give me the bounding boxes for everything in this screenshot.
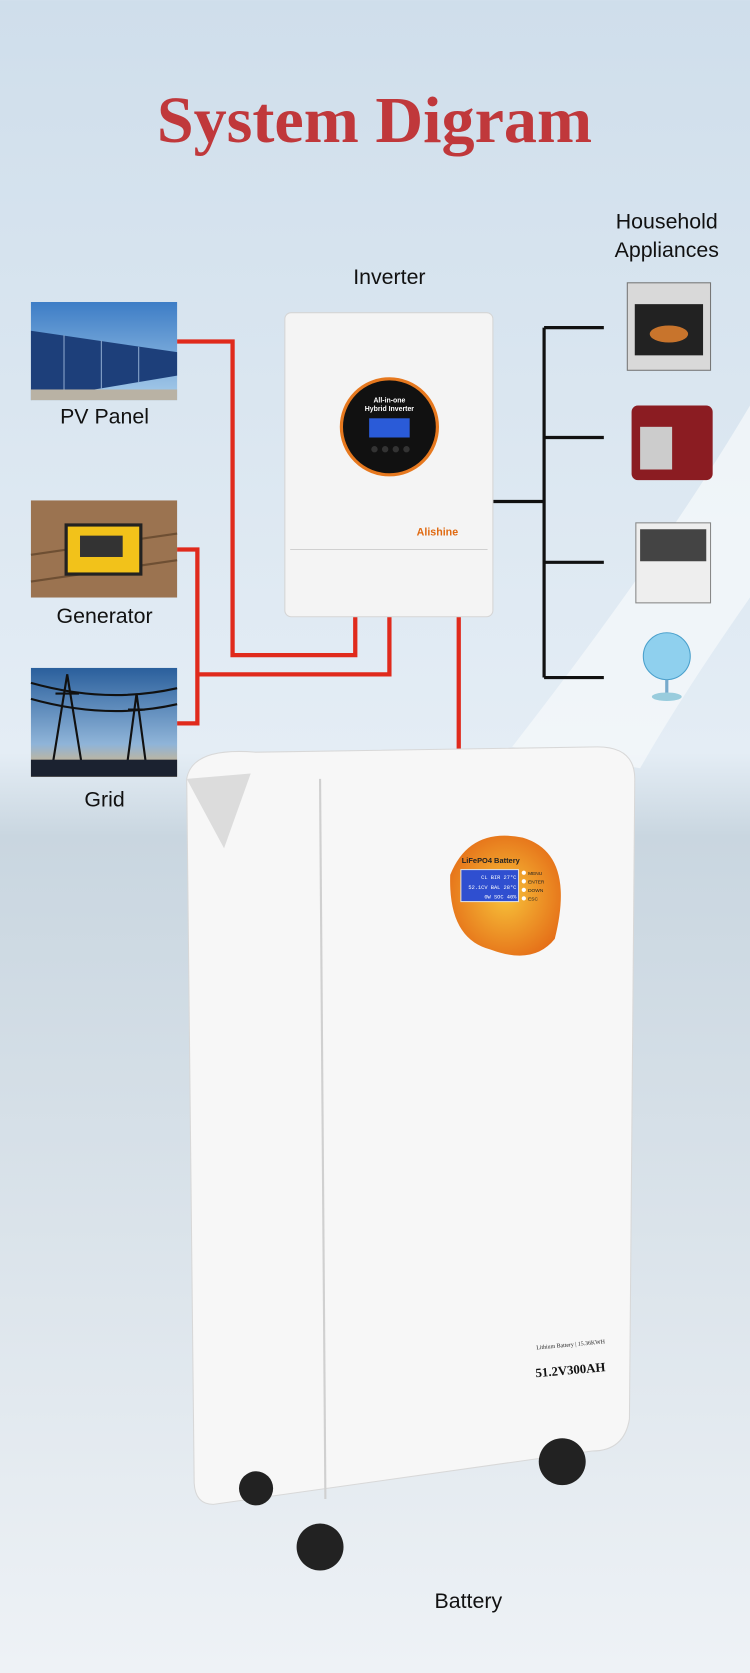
lcd-line: 0W SOC 40% <box>484 894 517 900</box>
inverter-panel-title: All-in-one <box>373 397 405 404</box>
inverter-buttons <box>371 446 410 453</box>
battery-enter-button: ENTER <box>528 879 545 885</box>
oven-icon <box>626 282 712 371</box>
generator-image <box>30 500 178 598</box>
grid-image <box>30 667 178 777</box>
inverter-unit: All-in-one Hybrid Inverter Alishine <box>284 312 494 618</box>
battery-down-button: DOWN <box>528 888 544 894</box>
battery-lcd <box>460 869 520 903</box>
household-label: Household <box>616 209 718 233</box>
pv-panel-label: PV Panel <box>60 405 149 429</box>
battery-label: Battery <box>435 1589 503 1613</box>
grid-label: Grid <box>84 788 124 812</box>
battery-menu-button: MENU <box>528 871 543 877</box>
generator-label: Generator <box>57 604 153 628</box>
ac-connection-lines <box>177 339 461 750</box>
lcd-line: 52.1CV BAL 28°C <box>468 885 516 891</box>
pv-line <box>177 339 358 658</box>
inverter-lcd <box>369 418 410 438</box>
coffee-machine-icon <box>631 405 713 481</box>
generator-inverter-line <box>197 616 392 677</box>
page-title: System Digram <box>157 84 592 157</box>
load-lines <box>492 326 604 680</box>
battery-spec-large: 51.2V300AH <box>535 1360 606 1380</box>
pv-panel-image <box>30 302 178 401</box>
inverter-brand-logo: Alishine <box>417 527 459 539</box>
battery-unit: LiFePO4 Battery CL BIR 27°C 52.1CV BAL 2… <box>186 746 636 1571</box>
inverter-panel-subtitle: Hybrid Inverter <box>365 406 415 413</box>
appliances-label: Appliances <box>615 238 719 262</box>
generator-grid-line <box>177 547 200 726</box>
inverter-label: Inverter <box>353 265 425 289</box>
fan-icon <box>642 632 691 702</box>
battery-wheels <box>238 1438 586 1571</box>
battery-badge-title: LiFePO4 Battery <box>462 856 521 865</box>
battery-esc-button: ESC <box>528 897 538 903</box>
dishwasher-icon <box>635 522 712 604</box>
lcd-line: CL BIR 27°C <box>481 875 516 881</box>
